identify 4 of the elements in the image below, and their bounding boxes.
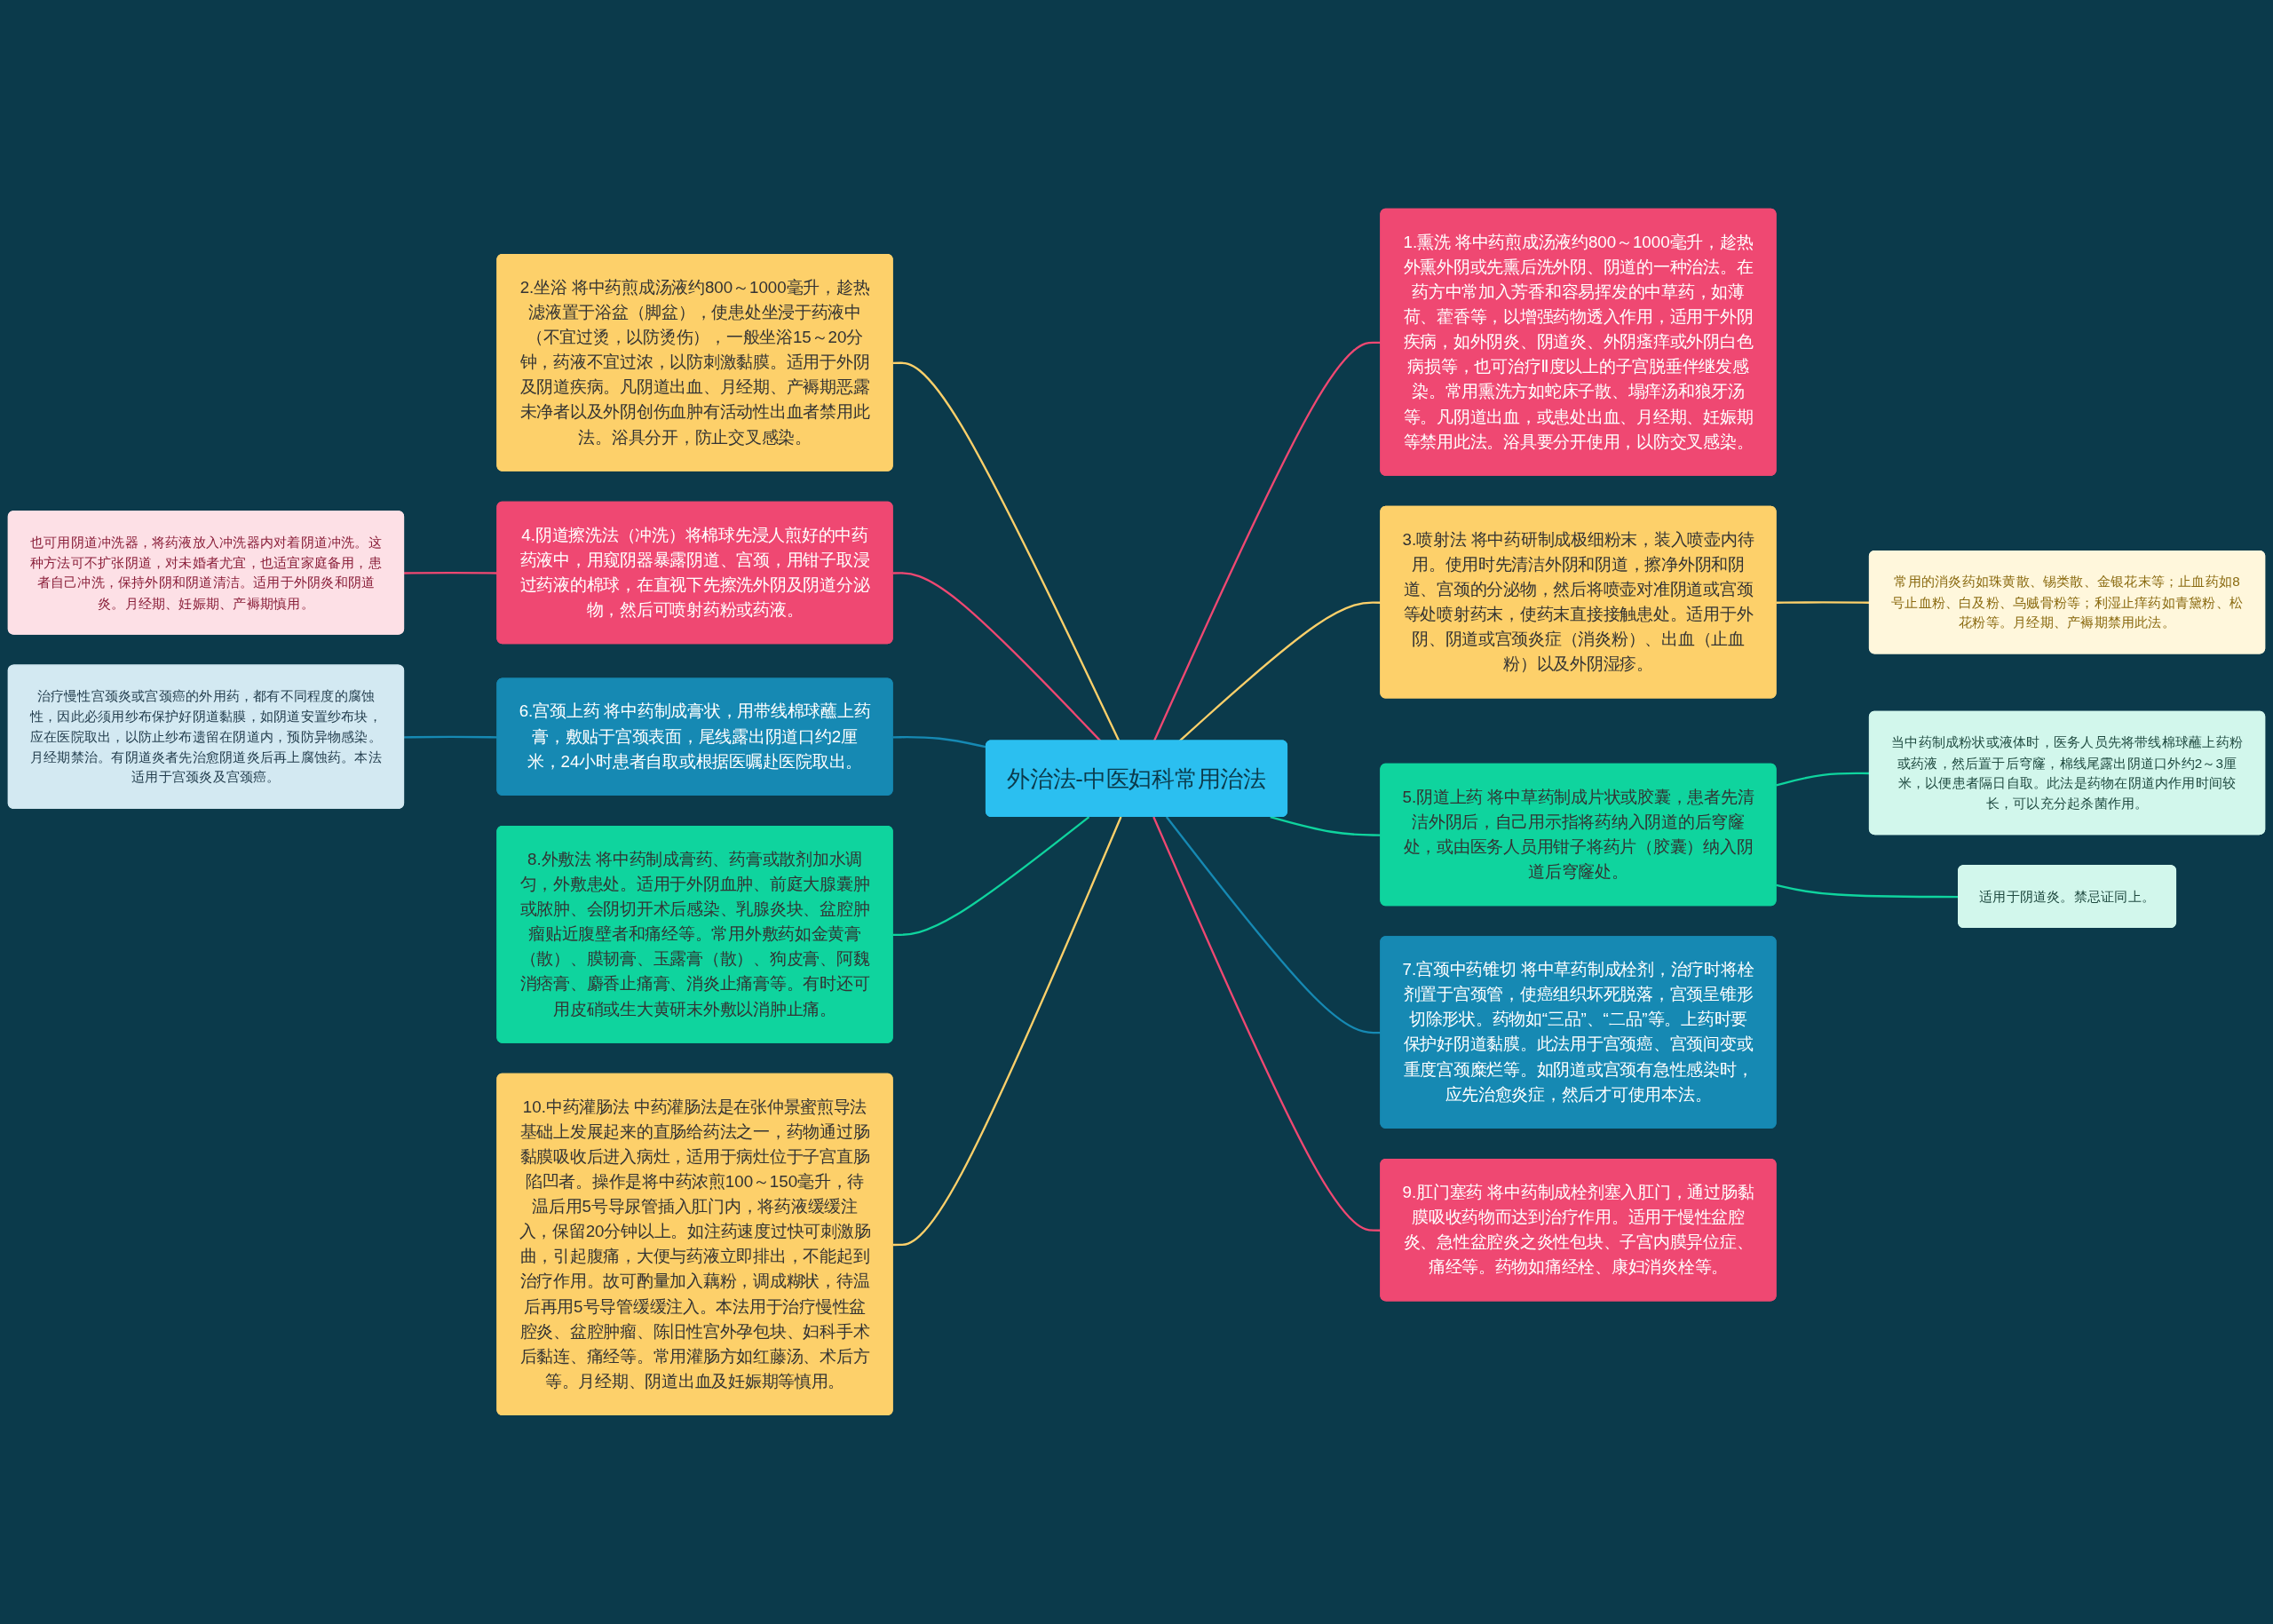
connector — [892, 816, 1122, 1247]
connector — [892, 816, 1090, 937]
connector — [892, 572, 1102, 742]
connector — [892, 361, 1121, 742]
